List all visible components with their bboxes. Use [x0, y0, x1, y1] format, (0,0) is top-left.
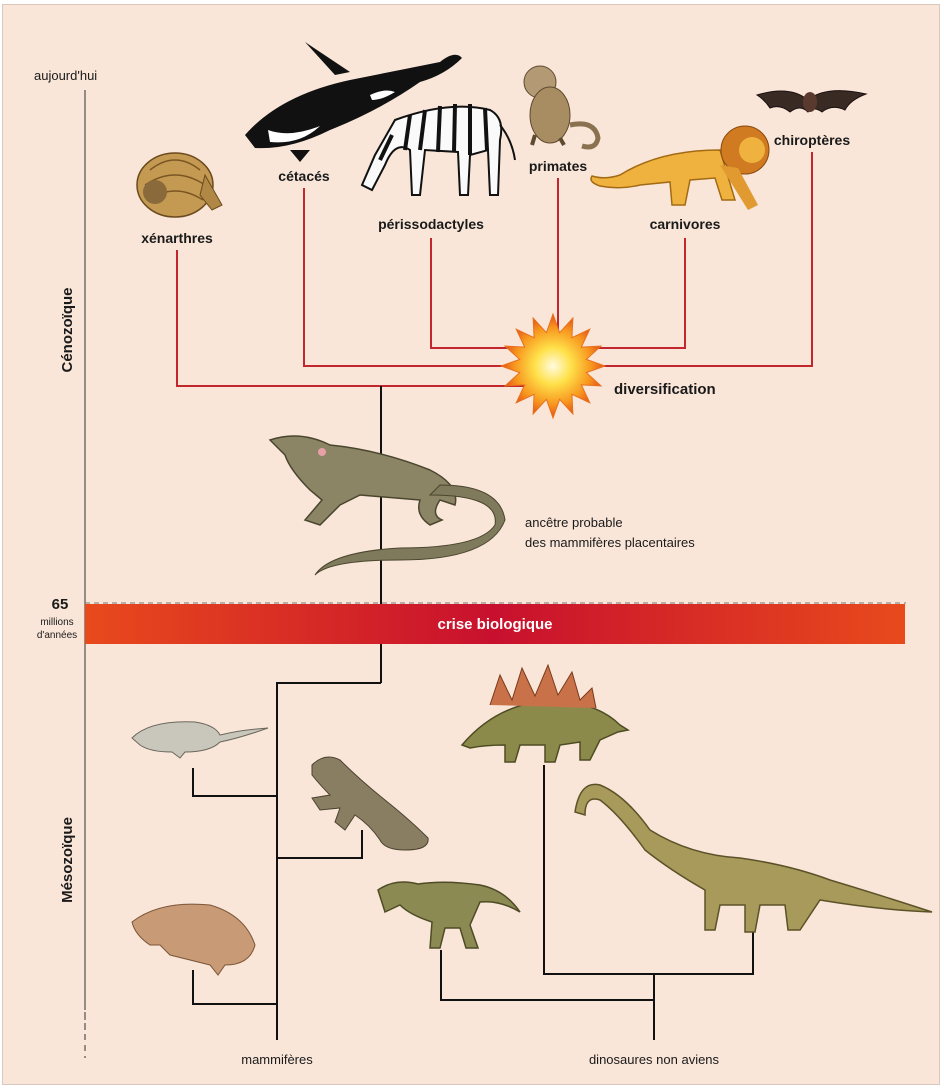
ancestor-line1: ancêtre probable — [525, 515, 623, 530]
today-label: aujourd'hui — [34, 68, 97, 83]
bat-illustration — [757, 91, 866, 112]
diversification-burst — [501, 314, 605, 418]
label-perissodactyles: périssodactyles — [378, 216, 484, 232]
sauropod-illustration — [575, 784, 932, 932]
primate-illustration — [524, 66, 598, 147]
label-mammals: mammifères — [241, 1052, 313, 1067]
label-xenarthres: xénarthres — [141, 230, 213, 246]
mesozoic-label: Mésozoïque — [59, 817, 76, 903]
boundary-value: 65 — [52, 596, 69, 613]
boundary-unit-line1: millions — [40, 617, 73, 628]
arboreal-mammal-illustration — [312, 757, 428, 850]
diversification-label: diversification — [614, 381, 716, 398]
label-primates: primates — [529, 158, 588, 174]
ancestor-illustration — [270, 436, 505, 575]
label-dinosaurs: dinosaures non aviens — [589, 1052, 720, 1067]
label-chiropteres: chiroptères — [774, 132, 850, 148]
burrowing-mammal-illustration — [132, 904, 255, 975]
cenozoic-label: Cénozoïque — [59, 288, 76, 373]
crisis-label: crise biologique — [437, 616, 552, 633]
lion-illustration — [591, 126, 769, 210]
ancestor-line2: des mammifères placentaires — [525, 535, 695, 550]
label-cetaces: cétacés — [278, 168, 330, 184]
stegosaurus-illustration — [462, 665, 628, 762]
armadillo-illustration — [137, 153, 222, 217]
zebra-illustration — [362, 104, 515, 195]
shrew-illustration — [132, 722, 268, 758]
theropod-illustration — [378, 882, 520, 948]
label-carnivores: carnivores — [650, 216, 721, 232]
boundary-unit-line2: d'années — [37, 630, 77, 641]
